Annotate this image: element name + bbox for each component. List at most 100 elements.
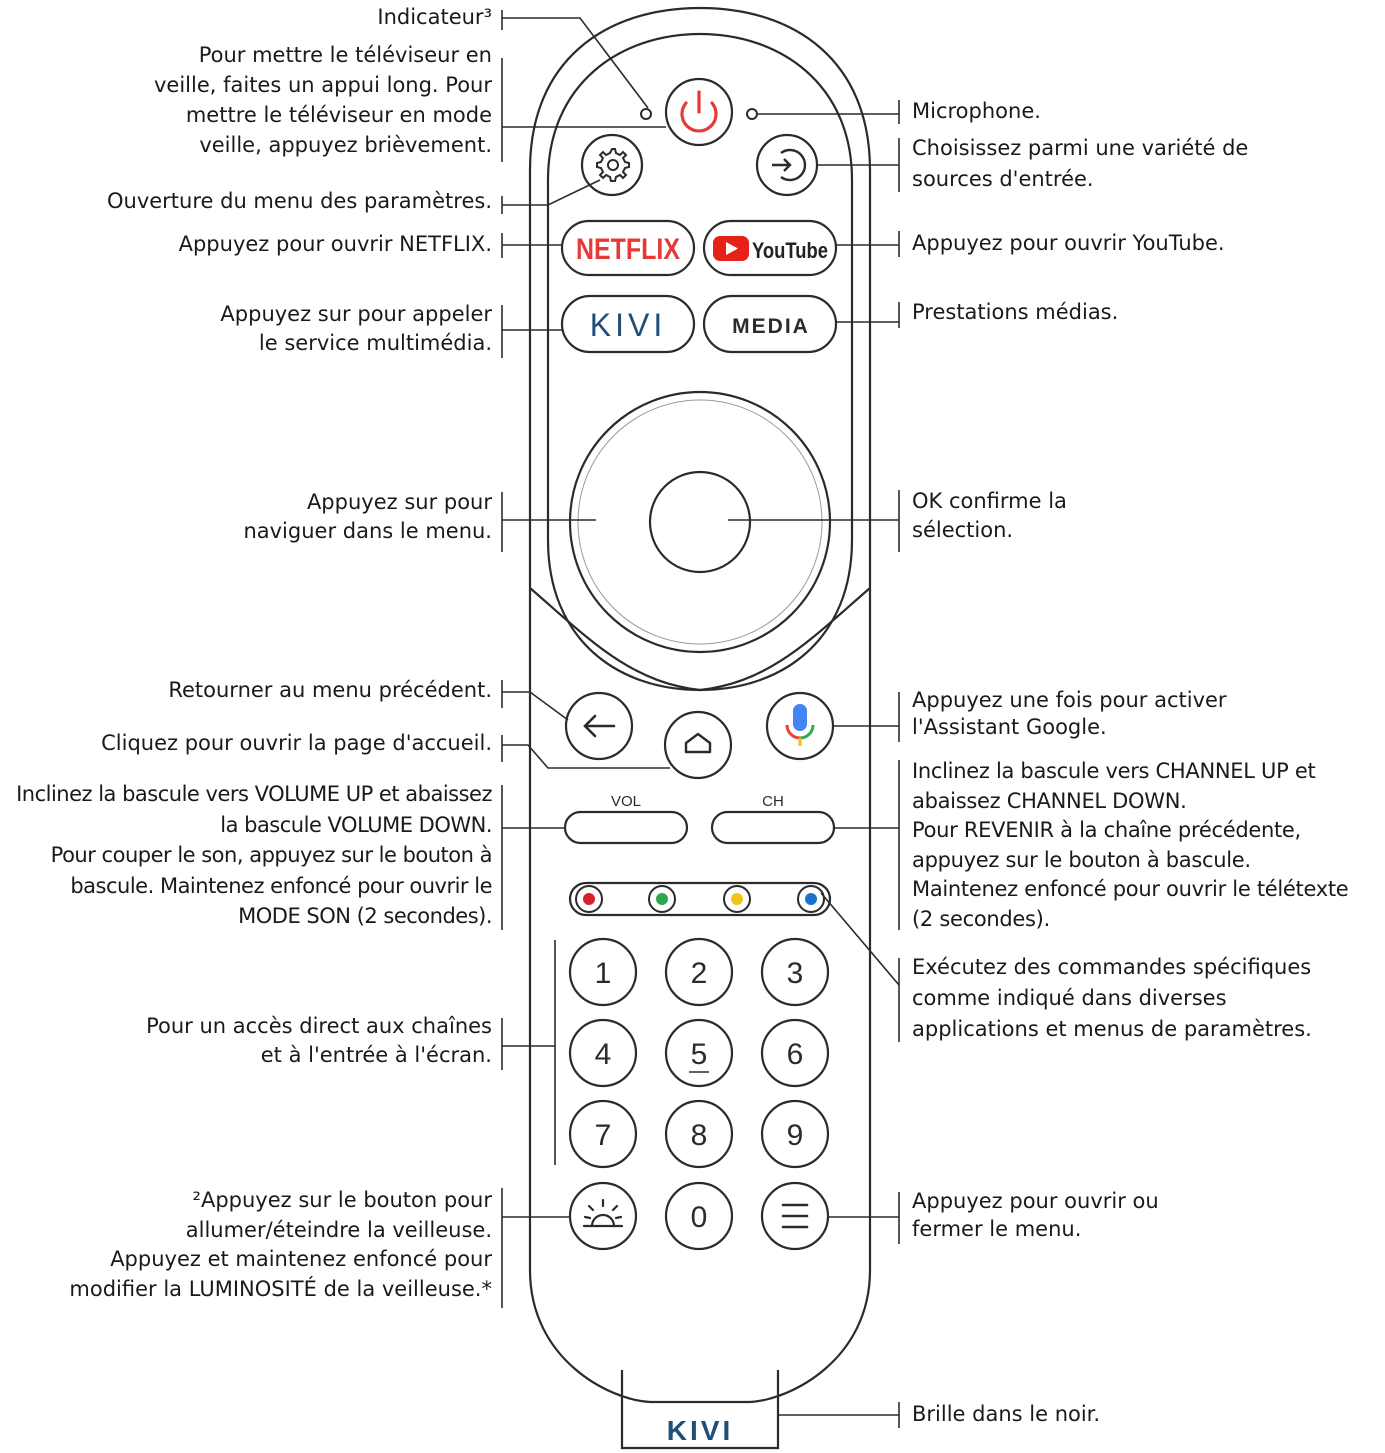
label-line: abaissez CHANNEL DOWN. <box>912 788 1187 813</box>
label-indicator: Indicateur³ <box>377 3 492 32</box>
color-key-1[interactable] <box>575 885 603 913</box>
sunrise-icon <box>582 1198 624 1228</box>
label-back: Retourner au menu précédent. <box>168 676 492 705</box>
number-2-button[interactable]: 2 <box>664 937 734 1007</box>
home-icon <box>684 732 712 754</box>
color-key-4[interactable] <box>797 885 825 913</box>
label-line: fermer le menu. <box>912 1217 1082 1241</box>
number-5-label: 5 <box>691 1038 708 1071</box>
input-source-button[interactable] <box>755 133 819 197</box>
number-3-label: 3 <box>787 957 804 990</box>
label-menu: Appuyez pour ouvrir ou fermer le menu. <box>912 1187 1159 1243</box>
settings-button[interactable] <box>580 133 644 197</box>
label-assistant: Appuyez une fois pour activer l'Assistant… <box>912 687 1227 741</box>
number-8-button[interactable]: 8 <box>664 1099 734 1169</box>
label-line: OK confirme la <box>912 489 1067 513</box>
home-button[interactable] <box>663 710 733 780</box>
label-line: Inclinez la bascule vers VOLUME UP et ab… <box>16 782 492 806</box>
kivi-button[interactable]: KIVI <box>560 294 696 354</box>
label-line: (2 secondes). <box>912 906 1050 931</box>
label-line: Indicateur³ <box>377 5 492 29</box>
power-icon <box>680 101 718 133</box>
label-line: Cliquez pour ouvrir la page d'accueil. <box>101 731 492 755</box>
youtube-logo-text: YouTube <box>752 238 828 263</box>
number-7-label: 7 <box>595 1119 612 1152</box>
input-icon <box>780 148 807 182</box>
label-line: Appuyez pour ouvrir YouTube. <box>912 231 1225 255</box>
back-button[interactable] <box>564 691 634 761</box>
number-4-label: 4 <box>595 1038 612 1071</box>
label-line: Choisissez parmi une variété de <box>912 136 1249 160</box>
label-volume: Inclinez la bascule vers VOLUME UP et ab… <box>16 779 492 932</box>
label-line: Pour mettre le téléviseur en <box>198 43 492 67</box>
label-line: Appuyez une fois pour activer <box>912 688 1227 712</box>
netflix-logo-text: NETFLIX <box>576 233 680 266</box>
number-9-label: 9 <box>787 1119 804 1152</box>
label-line: Ouverture du menu des paramètres. <box>106 189 492 213</box>
label-microphone: Microphone. <box>912 97 1041 126</box>
remote-body-outline <box>528 6 872 1404</box>
label-line: Maintenez enfoncé pour ouvrir le télétex… <box>912 877 1349 901</box>
label-line: Appuyez pour ouvrir ou <box>912 1189 1159 1213</box>
label-line: comme indiqué dans diverses <box>912 986 1227 1010</box>
number-9-button[interactable]: 9 <box>760 1099 830 1169</box>
color-keys-group[interactable] <box>575 885 825 913</box>
label-line: Pour couper le son, appuyez sur le bouto… <box>50 843 493 867</box>
label-line: Appuyez pour ouvrir NETFLIX. <box>178 232 492 256</box>
number-1-label: 1 <box>595 957 612 990</box>
label-line: mettre le téléviseur en mode <box>185 103 492 127</box>
number-pad[interactable]: 1 2 3 4 5 6 7 8 9 <box>568 937 830 1169</box>
label-line: Pour REVENIR à la chaîne précédente, <box>912 818 1301 842</box>
color-key-3[interactable] <box>723 885 751 913</box>
ok-button[interactable] <box>648 470 752 574</box>
vol-label: VOL <box>611 793 641 810</box>
label-line: modifier la LUMINOSITÉ de la veilleuse.* <box>69 1276 492 1301</box>
label-line: allumer/éteindre la veilleuse. <box>185 1217 492 1242</box>
label-line: Appuyez sur pour appeler <box>220 302 492 326</box>
label-line: appuyez sur le bouton à bascule. <box>912 847 1251 872</box>
netflix-button[interactable]: NETFLIX <box>560 219 696 277</box>
label-line: Appuyez et maintenez enfoncé pour <box>110 1247 492 1271</box>
label-line: applications et menus de paramètres. <box>912 1017 1312 1041</box>
label-line: Brille dans le noir. <box>912 1402 1101 1426</box>
google-assistant-button[interactable] <box>765 691 835 761</box>
label-home: Cliquez pour ouvrir la page d'accueil. <box>101 729 492 758</box>
volume-rocker[interactable] <box>563 810 689 845</box>
label-netflix: Appuyez pour ouvrir NETFLIX. <box>179 230 492 259</box>
label-settings: Ouverture du menu des paramètres. <box>107 187 492 216</box>
power-button[interactable] <box>664 77 734 147</box>
nightlight-button[interactable] <box>568 1181 638 1251</box>
glow-tab-outline <box>620 1370 780 1450</box>
label-line: veille, appuyez brièvement. <box>199 133 492 157</box>
number-8-label: 8 <box>691 1119 708 1152</box>
number-3-button[interactable]: 3 <box>760 937 830 1007</box>
number-6-button[interactable]: 6 <box>760 1018 830 1088</box>
channel-rocker[interactable] <box>710 810 836 845</box>
number-1-button[interactable]: 1 <box>568 937 638 1007</box>
number-6-label: 6 <box>787 1038 804 1071</box>
number-0-label: 0 <box>691 1201 708 1234</box>
label-channel: Inclinez la bascule vers CHANNEL UP et ab… <box>912 757 1349 934</box>
number-7-button[interactable]: 7 <box>568 1099 638 1169</box>
label-line: sélection. <box>912 518 1014 542</box>
label-line: l'Assistant Google. <box>912 715 1107 739</box>
hamburger-menu-icon <box>781 1203 809 1229</box>
number-0-button[interactable]: 0 <box>664 1181 734 1251</box>
label-line: MODE SON (2 secondes). <box>238 904 492 928</box>
number-5-button[interactable]: 5 <box>664 1018 734 1088</box>
menu-button[interactable] <box>760 1181 830 1251</box>
color-key-2[interactable] <box>648 885 676 913</box>
label-line: Inclinez la bascule vers CHANNEL UP et <box>912 759 1316 783</box>
label-line: et à l'entrée à l'écran. <box>260 1043 492 1067</box>
media-button[interactable]: MEDIA <box>702 294 838 354</box>
label-line: Prestations médias. <box>912 300 1119 324</box>
youtube-button[interactable]: YouTube <box>702 219 838 277</box>
number-4-button[interactable]: 4 <box>568 1018 638 1088</box>
